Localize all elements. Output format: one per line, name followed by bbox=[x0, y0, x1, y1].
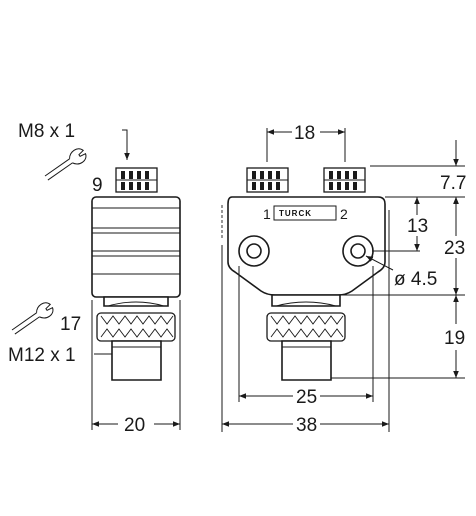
dim-width-holes: 25 bbox=[296, 387, 317, 408]
dim-height-top: 7.7 bbox=[440, 173, 466, 194]
dim-width-total: 38 bbox=[296, 415, 317, 436]
m12-thread-front bbox=[281, 340, 332, 381]
m12-thread-left bbox=[111, 340, 162, 381]
brand-plate bbox=[273, 205, 337, 221]
wrench-icon bbox=[44, 148, 87, 181]
front-view: 18 1 TURCK 2 bbox=[221, 123, 466, 436]
m8-knurl-left bbox=[121, 171, 149, 190]
dim-pitch-top: 18 bbox=[294, 123, 315, 144]
m8-thread-label: M8 x 1 bbox=[18, 121, 75, 142]
port-2-label: 2 bbox=[340, 206, 348, 222]
dim-hole-diameter: ø 4.5 bbox=[394, 269, 437, 290]
dim-height-bottom: 19 bbox=[444, 328, 465, 349]
side-view: M8 x 1 9 17 bbox=[8, 121, 181, 436]
port-1-label: 1 bbox=[263, 206, 271, 222]
m8-leader bbox=[122, 129, 130, 160]
dim-height-mid: 13 bbox=[407, 216, 428, 237]
housing-side bbox=[91, 196, 181, 298]
dim-height-total: 23 bbox=[444, 238, 465, 259]
m12-knurl-left bbox=[100, 315, 174, 338]
m12-thread-label: M12 x 1 bbox=[8, 345, 76, 366]
wrench-icon bbox=[11, 302, 54, 335]
brand-logo: TURCK bbox=[279, 209, 312, 218]
wrench-size-9: 9 bbox=[92, 175, 103, 196]
wrench-size-17: 17 bbox=[60, 314, 81, 335]
dim-width-left: 20 bbox=[124, 415, 145, 436]
